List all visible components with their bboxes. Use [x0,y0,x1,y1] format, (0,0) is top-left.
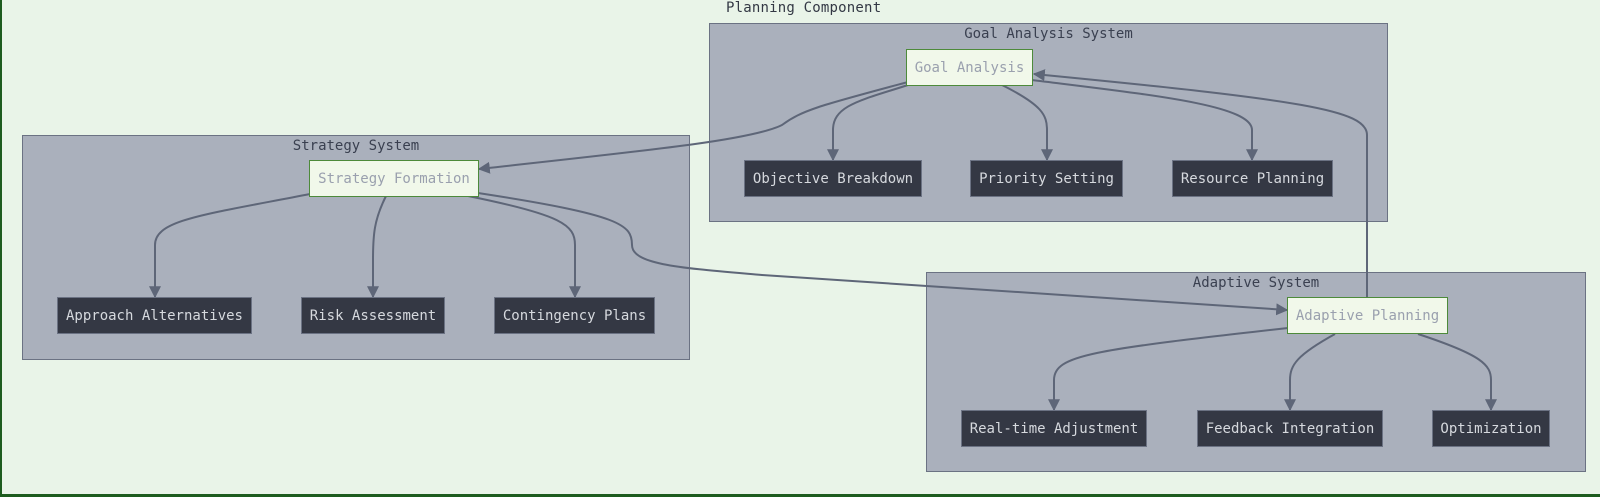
adaptive-system-title: Adaptive System [1192,275,1320,291]
priority-setting-node[interactable]: Priority Setting [970,160,1123,197]
resource-planning-node[interactable]: Resource Planning [1172,160,1333,197]
strategy-system-title: Strategy System [292,138,420,154]
optimization-node[interactable]: Optimization [1432,410,1550,447]
contingency-plans-node[interactable]: Contingency Plans [494,297,655,334]
goal-analysis-node[interactable]: Goal Analysis [906,49,1033,86]
planning-component-title: Planning Component [726,0,882,16]
realtime-adjustment-node[interactable]: Real-time Adjustment [961,410,1147,447]
objective-breakdown-node[interactable]: Objective Breakdown [744,160,922,197]
feedback-integration-node[interactable]: Feedback Integration [1197,410,1383,447]
goal-analysis-system-title: Goal Analysis System [964,26,1133,42]
risk-assessment-node[interactable]: Risk Assessment [301,297,445,334]
adaptive-planning-node[interactable]: Adaptive Planning [1287,297,1448,334]
approach-alternatives-node[interactable]: Approach Alternatives [57,297,252,334]
strategy-formation-node[interactable]: Strategy Formation [309,160,479,197]
